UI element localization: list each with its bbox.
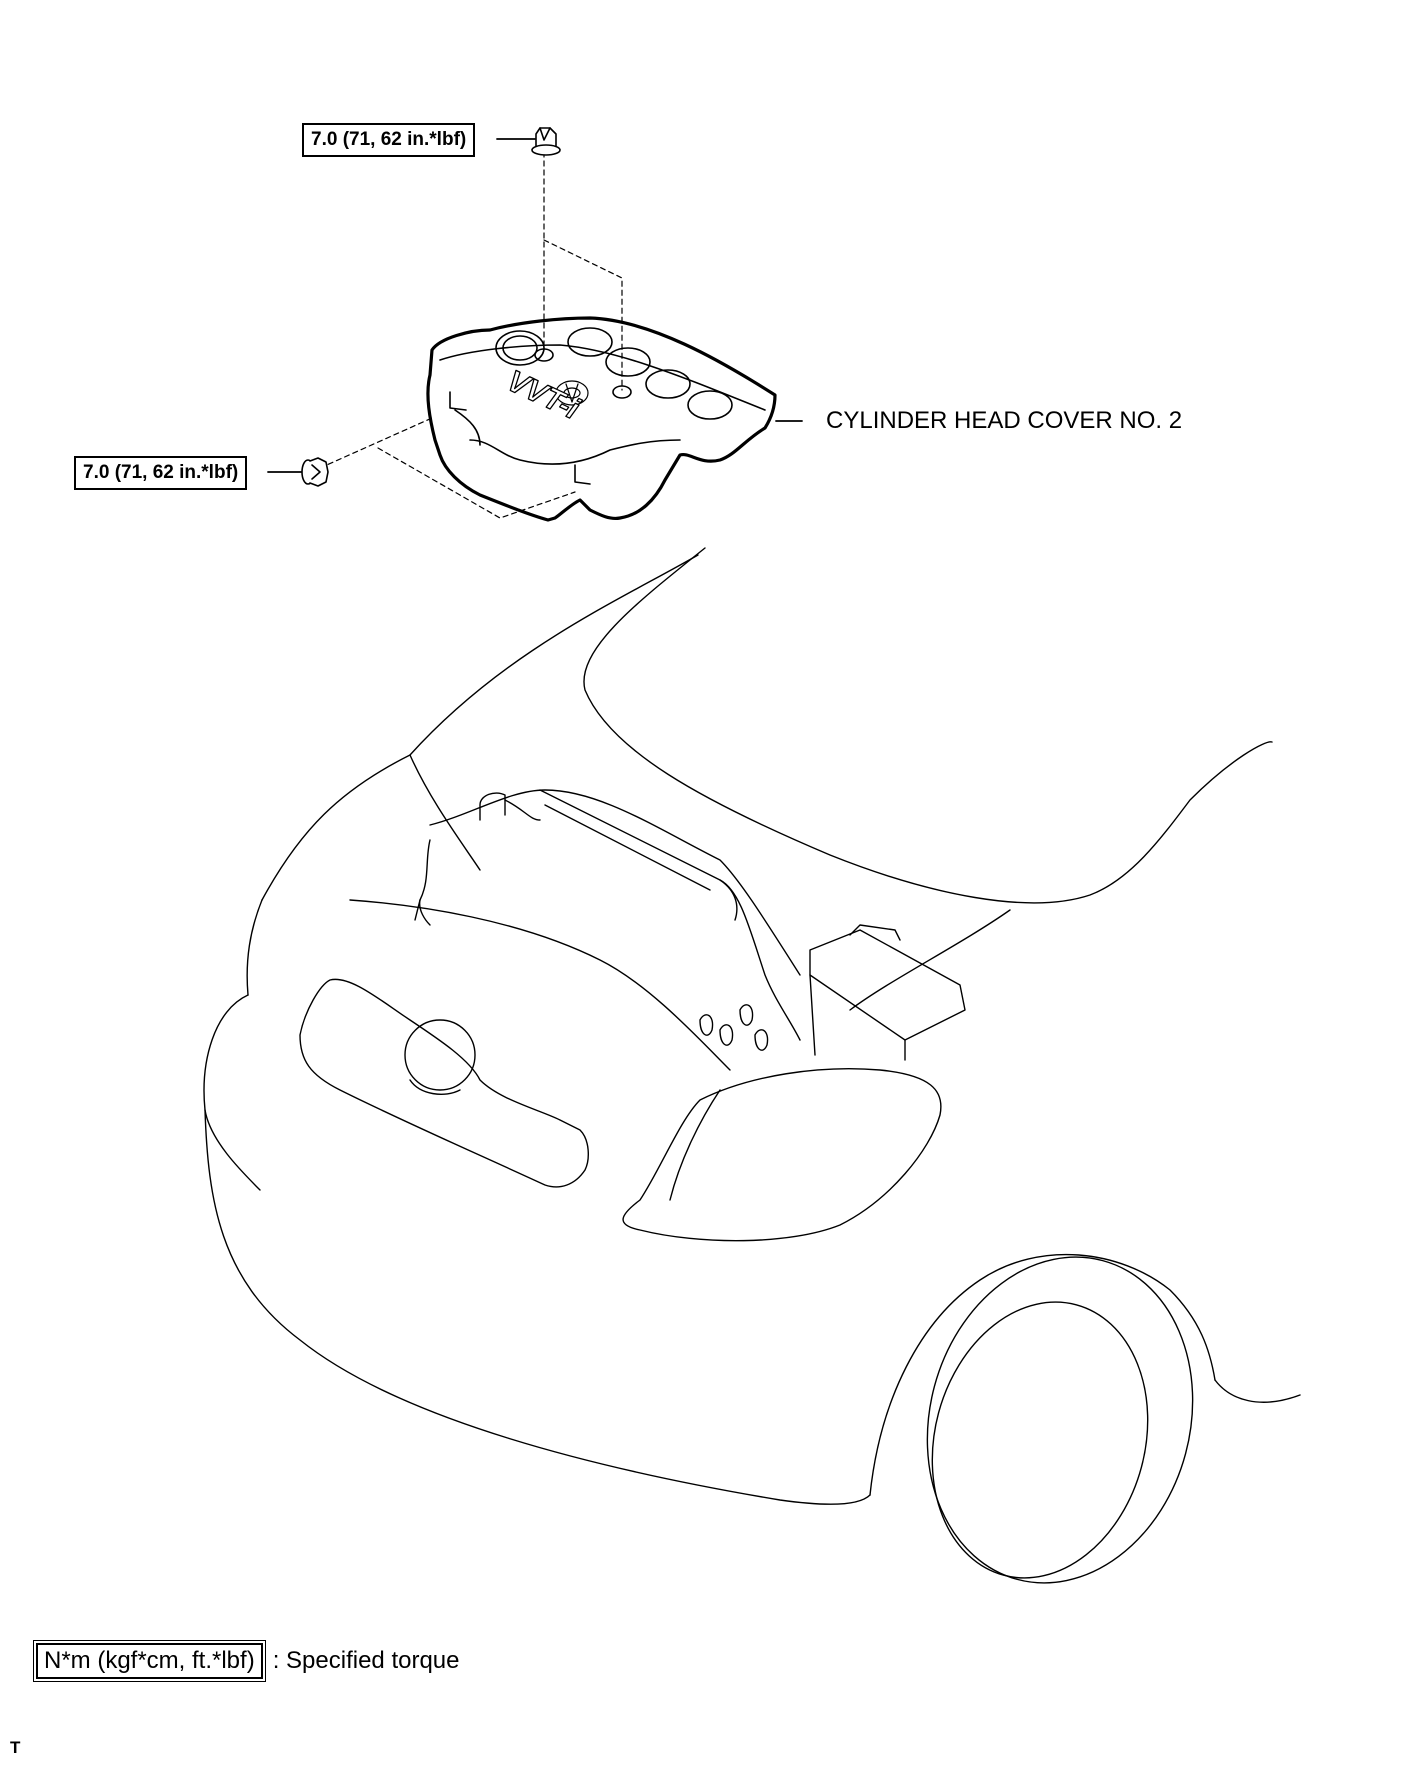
toyota-emblem-icon bbox=[555, 380, 589, 406]
corner-mark: T bbox=[10, 1738, 21, 1757]
leader-lines bbox=[319, 151, 623, 519]
engine-bay-right bbox=[849, 909, 1011, 1011]
bumper-crease bbox=[204, 1109, 261, 1191]
legend-description: : Specified torque bbox=[272, 1647, 460, 1674]
side-bolt-torque-value: 7.0 (71, 62 in.*lbf) bbox=[83, 462, 239, 483]
fender-rear bbox=[1214, 1379, 1301, 1403]
top-bolt-torque-value: 7.0 (71, 62 in.*lbf) bbox=[311, 129, 467, 150]
cylinder-head-cover bbox=[426, 316, 777, 522]
front-emblem bbox=[404, 1019, 476, 1091]
front-wheel bbox=[926, 1256, 1194, 1584]
car-outline bbox=[203, 547, 1301, 1584]
engine-bay-rim bbox=[349, 899, 731, 1071]
top-bolt-torque-box: 7.0 (71, 62 in.*lbf) bbox=[302, 123, 476, 157]
engine-bay-left bbox=[246, 899, 263, 996]
solid-leaders bbox=[267, 138, 803, 473]
hood bbox=[583, 547, 1273, 904]
flange-bolt-icon bbox=[301, 457, 329, 487]
hood-inner-edge bbox=[409, 754, 481, 871]
fender bbox=[869, 1253, 1216, 1496]
battery bbox=[809, 924, 966, 1061]
hood-left-edge bbox=[261, 554, 699, 901]
engine bbox=[414, 789, 801, 1051]
cylinder-head-cover-label: CYLINDER HEAD COVER NO. 2 bbox=[826, 407, 1183, 434]
torque-legend: N*m (kgf*cm, ft.*lbf) : Specified torque bbox=[33, 1640, 460, 1682]
side-bolt-torque-box: 7.0 (71, 62 in.*lbf) bbox=[74, 456, 248, 490]
headlight bbox=[622, 1068, 942, 1242]
cover-logo-text: VVT-i bbox=[502, 364, 585, 426]
grille bbox=[299, 978, 589, 1188]
flange-bolt-icon bbox=[531, 127, 561, 156]
front-fascia bbox=[203, 994, 871, 1505]
legend-unit-box: N*m (kgf*cm, ft.*lbf) bbox=[33, 1640, 266, 1682]
